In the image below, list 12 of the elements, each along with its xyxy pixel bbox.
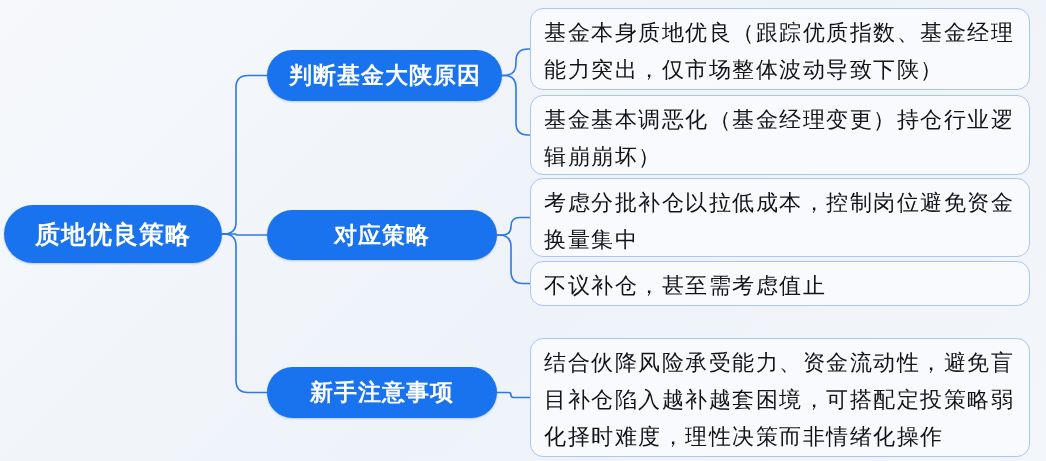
- note-card: 不议补仓，甚至需考虑值止: [530, 261, 1030, 306]
- note-card: 结合伙降风险承受能力、资金流动性，避免盲目补仓陷入越补越套困境，可搭配定投策略弱化择时难度，理性决策而非情绪化操作: [530, 338, 1030, 457]
- branch-topic-pill: 对应策略: [267, 210, 497, 260]
- note-card: 考虑分批补仓以拉低成本，控制岗位避免资金换量集中: [530, 178, 1030, 257]
- note-card: 基金本身质地优良（跟踪优质指数、基金经理能力突出，仅市场整体波动导致下陕）: [530, 8, 1030, 90]
- branch-topic-pill: 判断基金大陕原因: [267, 50, 502, 101]
- connector-line: [496, 391, 531, 399]
- connector-line: [496, 234, 531, 285]
- central-topic-pill: 质地优良策略: [4, 205, 222, 263]
- branch-topic-pill: 新手注意事项: [267, 367, 497, 418]
- note-card: 基金基本调恶化（基金经理变更）持仓行业逻辑崩崩坏）: [530, 95, 1030, 175]
- connector-line: [221, 233, 268, 394]
